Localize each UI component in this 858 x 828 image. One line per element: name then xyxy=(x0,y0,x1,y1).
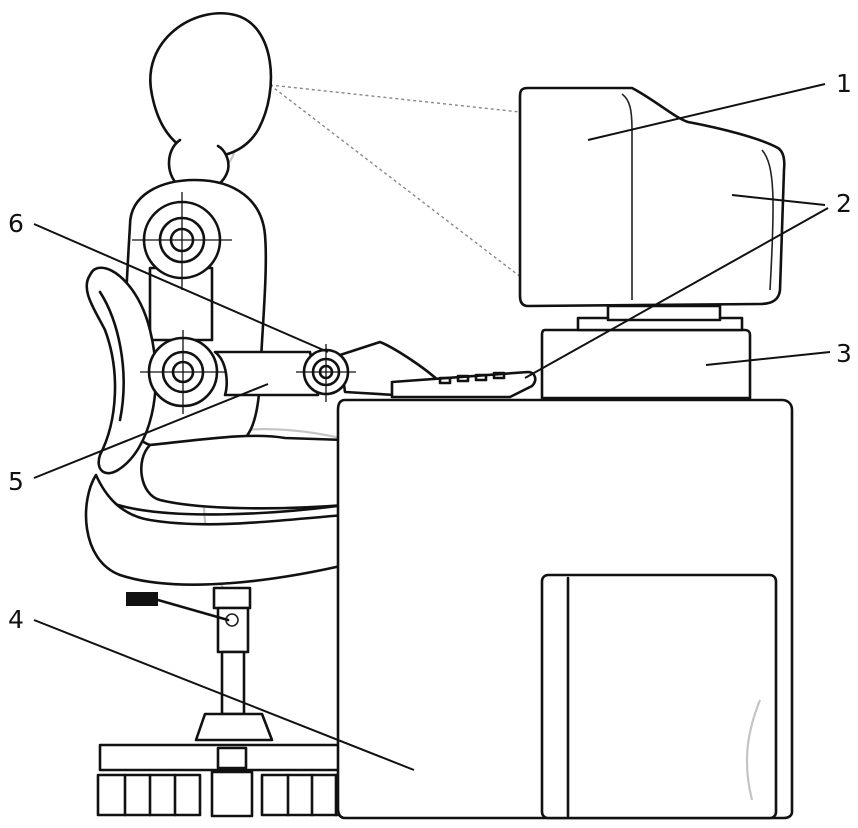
leader-3 xyxy=(705,351,831,366)
leader-6 xyxy=(33,223,329,353)
line-of-sight xyxy=(269,84,523,279)
forearm xyxy=(213,350,320,397)
callout-5: 5 xyxy=(8,467,24,496)
chair-seat xyxy=(84,434,347,586)
leader-1 xyxy=(587,83,826,141)
keyboard xyxy=(390,370,537,399)
upper-arm xyxy=(140,330,226,414)
callout-3: 3 xyxy=(836,339,852,368)
callout-1: 1 xyxy=(836,69,852,98)
leader-5 xyxy=(33,383,269,479)
monitor-stand xyxy=(540,304,752,400)
leader-4 xyxy=(33,619,415,771)
callout-labels: 1 2 3 4 5 6 xyxy=(8,69,852,634)
leader-2b xyxy=(524,207,829,379)
callout-leaders xyxy=(33,83,831,771)
height-adjust-lever xyxy=(126,592,230,622)
shoulder-joint xyxy=(132,192,232,290)
callout-4: 4 xyxy=(8,605,24,634)
desk xyxy=(336,398,794,820)
callout-6: 6 xyxy=(8,209,24,238)
chair-backrest xyxy=(85,266,158,475)
leader-2a xyxy=(731,194,826,206)
callout-2: 2 xyxy=(836,189,852,218)
monitor xyxy=(518,86,786,308)
chair-base xyxy=(96,586,370,818)
figure-head xyxy=(149,12,273,193)
desk-drawer xyxy=(540,573,778,820)
